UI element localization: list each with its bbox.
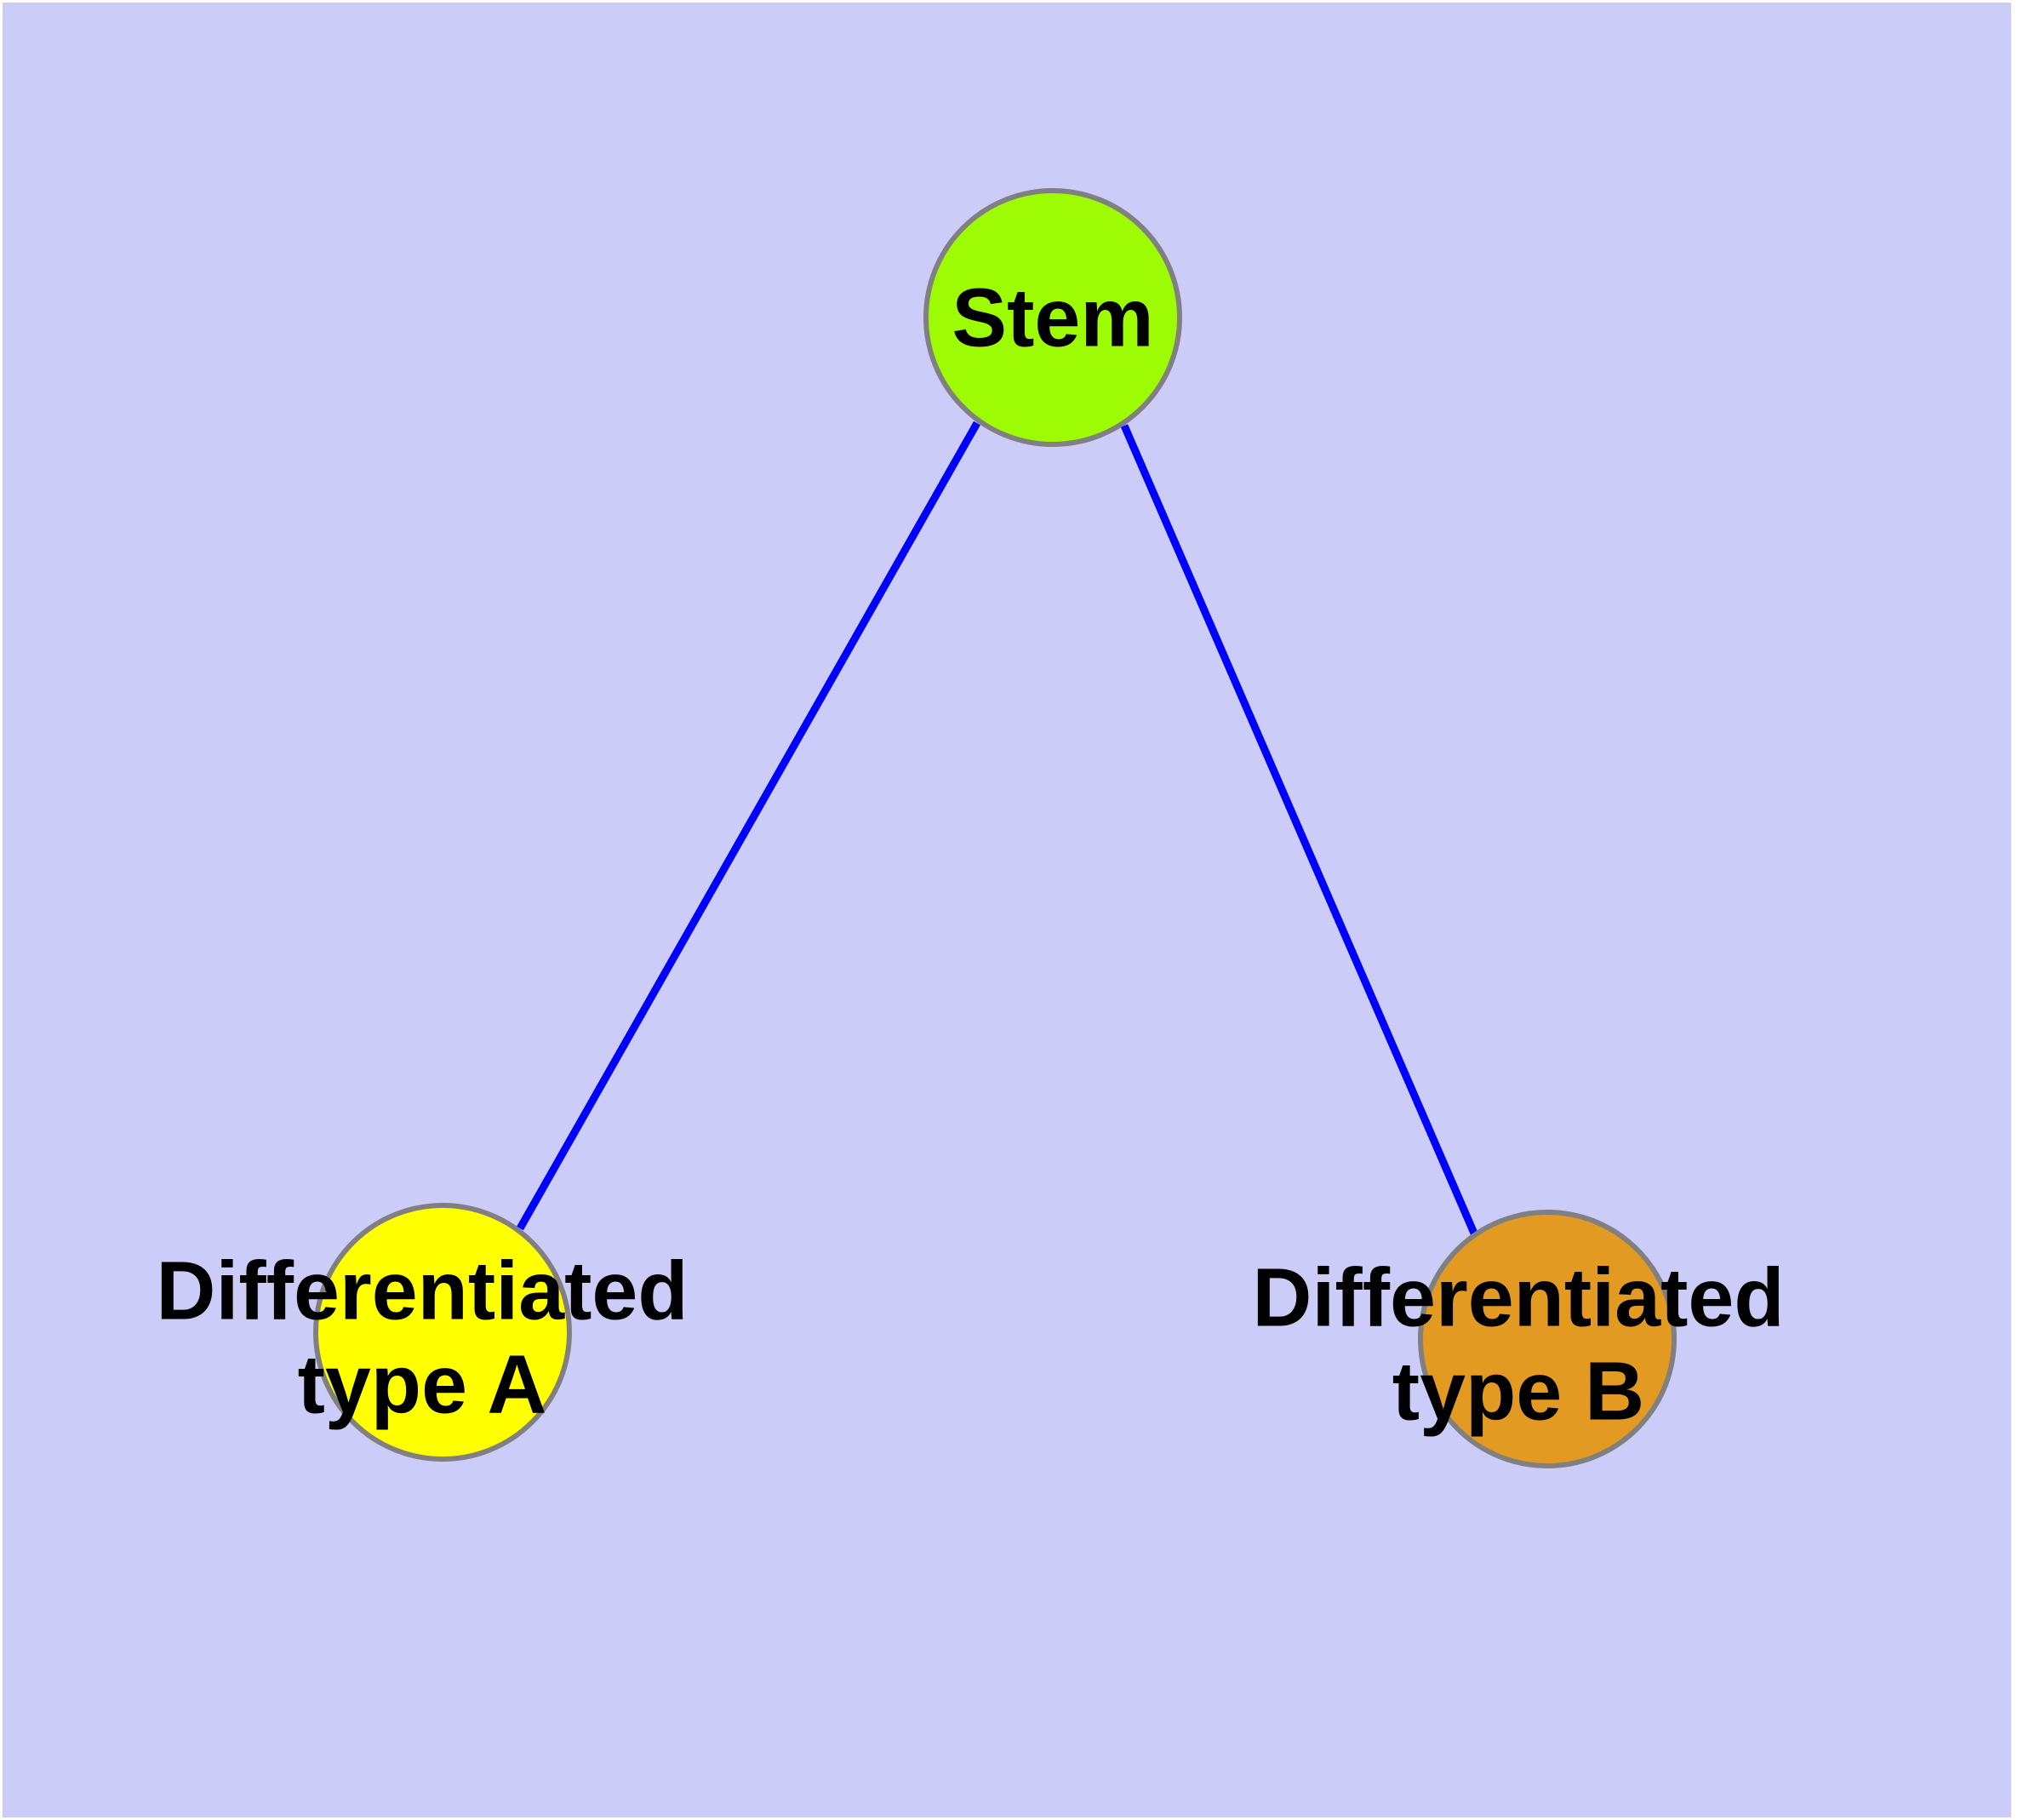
node-differentiated-type-a-circle[interactable] — [313, 1203, 572, 1462]
node-differentiated-type-b-circle[interactable] — [1418, 1210, 1677, 1468]
edge-stem-to-differentiated-type-b[interactable] — [1120, 424, 1479, 1237]
node-differentiated-type-a-label-line1: Differentiated — [156, 1245, 688, 1337]
edge-stem-to-differentiated-type-a[interactable] — [517, 421, 980, 1231]
edges-layer — [517, 421, 1479, 1237]
node-differentiated-type-a-label-line2: type A — [298, 1338, 547, 1431]
node-stem-label: Stem — [952, 272, 1153, 364]
nodes-layer — [313, 188, 1677, 1468]
node-differentiated-type-b-label-line1: Differentiated — [1252, 1251, 1784, 1344]
node-labels-layer: Stem Differentiated type A Differentiate… — [156, 272, 1784, 1438]
node-stem-circle[interactable] — [923, 188, 1182, 447]
node-differentiated-type-b-label-line2: type B — [1392, 1345, 1644, 1438]
